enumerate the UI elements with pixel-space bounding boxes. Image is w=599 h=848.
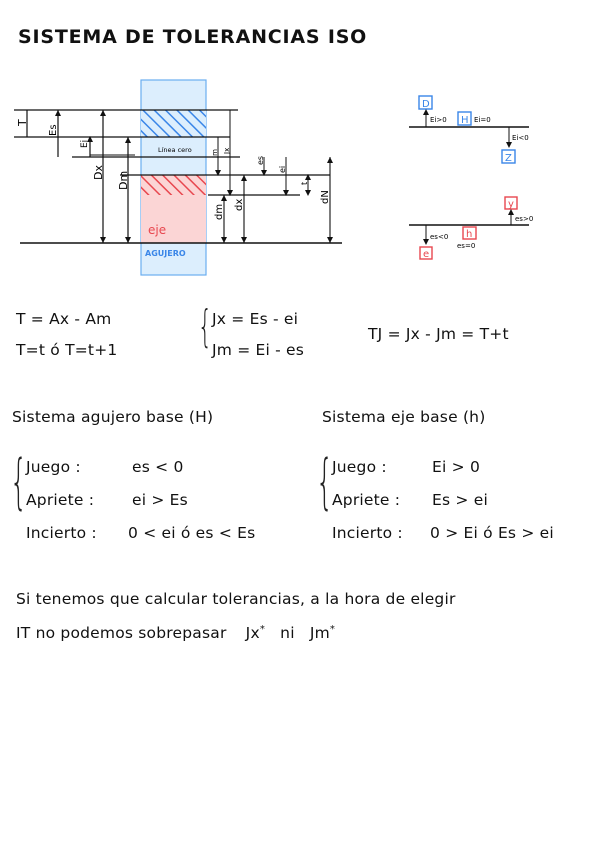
label-t: t [300,182,309,185]
brace: { [10,447,28,517]
label-T: T [16,119,29,127]
label-Jm: Jm [211,149,219,159]
shaft-position-diagram: y es>0 h es=0 es<0 e [409,196,533,260]
formula-TJ: TJ = Jx - Jm = T+t [368,325,509,343]
shaft-y-label: y [508,199,514,210]
shaft-tolerance-zone [141,175,206,195]
tolerance-diagram: T Es Ei Dx Dm Línea cero Jm Jx es ei t d… [14,79,342,276]
hole-position-diagram: D Ei>0 H Ei=0 Ei<0 Z [409,95,529,164]
note-jm: Jm [309,624,330,643]
label-Dx: Dx [92,165,105,180]
label-Jx: Jx [223,148,231,155]
shaft-e-note: es<0 [430,233,448,241]
label-Dm: Dm [117,171,130,190]
brace: { [316,447,334,517]
hole-tolerance-zone [141,110,206,137]
formula-T: T = Ax - Am [16,310,112,328]
label-Ei: Ei [80,140,90,148]
shaft-juego-value: Ei > 0 [432,458,481,476]
label-dx: dx [234,199,245,211]
hole-juego-value: es < 0 [132,458,184,476]
shaft-h-label: h [466,229,472,240]
hole-D-note: Ei>0 [430,116,447,124]
note-line-2: IT no podemos sobrepasar Jx* ni Jm* [16,624,335,642]
hole-H-note: Ei=0 [474,116,491,124]
shaft-incierto-label: Incierto : [332,524,403,542]
note-jx: Jx [245,624,260,643]
hole-apriete-label: Apriete : [26,491,95,509]
hole-apriete-value: ei > Es [132,491,188,509]
brace: { [198,301,212,352]
shaft-juego-label: Juego : [332,458,387,476]
label-linea-cero: Línea cero [158,146,192,154]
note-ni: ni [280,624,295,643]
label-Es: Es [48,124,59,136]
page-title: SISTEMA DE TOLERANCIAS ISO [18,26,368,48]
eje-zone [141,195,206,243]
hole-juego-label: Juego : [26,458,81,476]
note-prefix: IT no podemos sobrepasar [16,624,227,643]
hole-system-heading: Sistema agujero base (H) [12,408,214,426]
label-ei: ei [278,166,287,173]
label-dm: dm [214,204,225,220]
shaft-system-heading: Sistema eje base (h) [322,408,486,426]
shaft-y-note: es>0 [515,215,533,223]
hole-Z-label: Z [505,153,512,164]
hole-D-label: D [422,99,430,110]
note-star: * [329,624,336,635]
formula-Jx: Jx = Es - ei [212,310,299,328]
hole-incierto-value: 0 < ei ó es < Es [128,524,256,542]
shaft-h-note: es=0 [457,242,475,250]
shaft-apriete-value: Es > ei [432,491,488,509]
label-es: es [256,156,265,165]
note-line-1: Si tenemos que calcular tolerancias, a l… [16,590,456,608]
note-star: * [259,624,266,635]
hole-Z-note: Ei<0 [512,134,529,142]
shaft-apriete-label: Apriete : [332,491,401,509]
formula-Jm: Jm = Ei - es [212,341,305,359]
formula-T-equality: T=t ó T=t+1 [16,341,118,359]
label-dN: dN [320,190,331,204]
shaft-e-label: e [423,249,429,260]
label-agujero: AGUJERO [145,249,186,258]
hole-incierto-label: Incierto : [26,524,97,542]
label-eje: eje [148,223,166,237]
shaft-incierto-value: 0 > Ei ó Es > ei [430,524,554,542]
hole-H-label: H [461,115,469,126]
